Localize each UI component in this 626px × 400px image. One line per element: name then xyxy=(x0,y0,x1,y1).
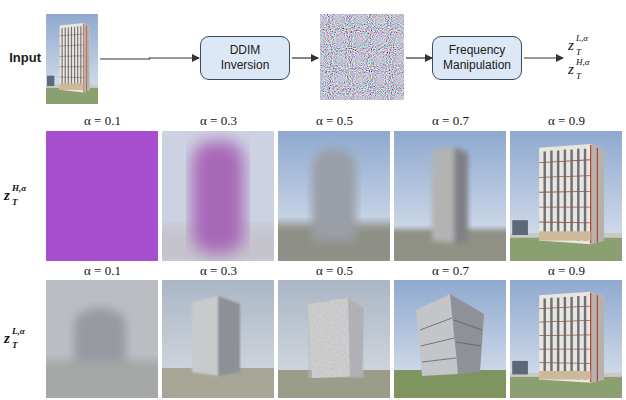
alpha-value: α = 0.9 xyxy=(548,263,585,279)
process-box: DDIM Inversion xyxy=(200,36,290,80)
alpha-value: α = 0.7 xyxy=(432,113,469,129)
row-header: H,α xyxy=(12,183,26,193)
alpha-value: α = 0.5 xyxy=(316,113,353,129)
alpha-value: α = 0.3 xyxy=(200,113,237,129)
row-header: z xyxy=(4,330,10,347)
alpha-value: α = 0.3 xyxy=(200,263,237,279)
output-latent: z xyxy=(568,37,574,54)
process-box: Frequency Manipulation xyxy=(432,36,522,80)
alpha-value: α = 0.5 xyxy=(316,263,353,279)
output-latent: H,α xyxy=(576,57,589,67)
input-heading: Input xyxy=(9,50,41,66)
row-header: z xyxy=(4,187,10,204)
alpha-value: α = 0.1 xyxy=(84,113,121,129)
flow-arrow xyxy=(100,58,199,59)
box-label: DDIM Inversion xyxy=(207,43,283,73)
output-latent: z xyxy=(568,61,574,78)
alpha-value: α = 0.7 xyxy=(432,263,469,279)
output-latent: L,α xyxy=(576,33,588,43)
output-latent: T xyxy=(576,47,581,57)
alpha-value: α = 0.1 xyxy=(84,263,121,279)
row-header: T xyxy=(12,340,18,350)
row-header: L,α xyxy=(12,326,25,336)
output-latent: T xyxy=(576,71,581,81)
alpha-value: α = 0.9 xyxy=(548,113,585,129)
input-image: Input xyxy=(46,14,98,104)
box-label: Frequency Manipulation xyxy=(439,43,515,73)
row-header: T xyxy=(12,197,18,207)
